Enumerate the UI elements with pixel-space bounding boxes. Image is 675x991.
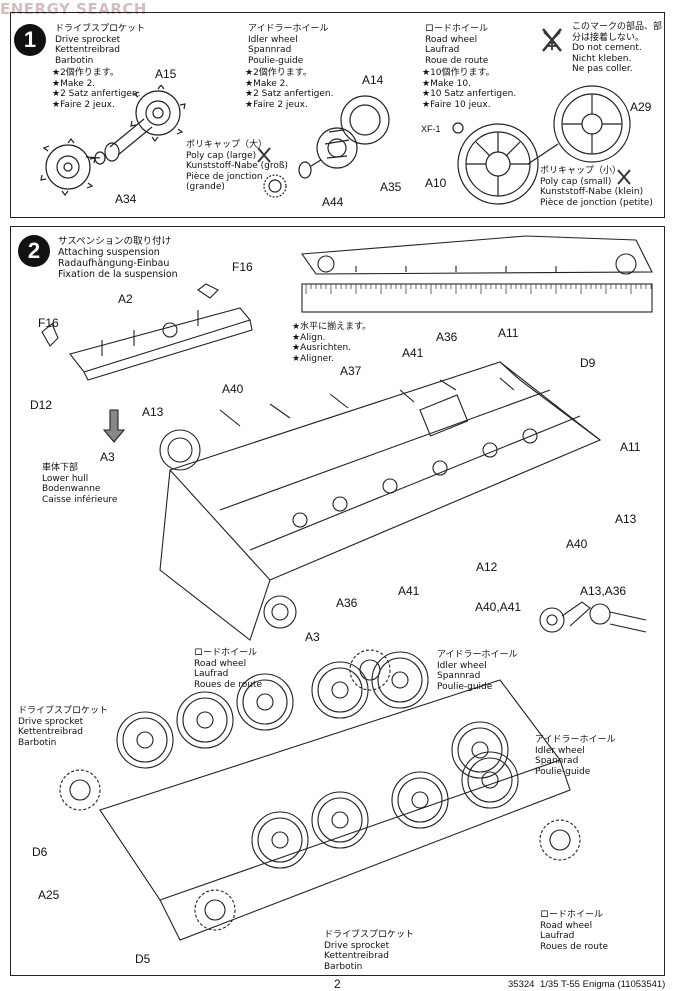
align-note: ★水平に揃えます。 ★Align. ★Ausrichten. ★Aligner. [292,322,372,364]
part-f16-left: F16 [38,316,59,330]
sprocket-bottom-label: ドライブスプロケット Drive sprocket Kettentreibrad… [324,930,415,972]
part-f16-top: F16 [232,260,253,274]
part-a15: A15 [155,67,177,81]
part-a41-top: A41 [402,346,424,360]
road-wheel-top-label: ロードホイール Road wheel Laufrad Roues de rout… [194,648,263,690]
lower-hull-label: 車体下部 Lower hull Bodenwanne Caisse inféri… [42,463,118,505]
part-a14: A14 [362,73,384,87]
step2-badge: 2 [18,235,50,267]
idler-wheel-label: アイドラーホイール Idler wheel Spannrad Poulie-gu… [248,24,329,66]
part-a11-right: A11 [620,440,641,454]
no-cement-label: このマークの部品、部 分は接着しない。 Do not cement. Nicht… [572,22,663,74]
part-a11-top: A11 [498,326,519,340]
part-a37: A37 [340,364,362,378]
part-d5: D5 [135,952,151,966]
part-a40-a41: A40,A41 [475,600,522,614]
step1-frame [10,12,665,218]
road-wheel-notes: ★10個作ります。 ★Make 10. ★10 Satz anfertigen.… [422,68,517,110]
part-a25: A25 [38,888,60,902]
align-ruler-drawing [300,235,653,313]
no-cement-icon [257,147,271,163]
footer-code: 35324 [508,979,535,990]
poly-cap-large-label: ポリキャップ（大） Poly cap (large) Kunststoff-Na… [186,140,289,192]
part-a44: A44 [322,195,344,209]
wheels-assembly-drawing [59,649,581,941]
idler-top-label: アイドラーホイール Idler wheel Spannrad Poulie-gu… [437,650,518,692]
step1-idler-drawing [263,95,390,198]
road-wheel-label: ロードホイール Road wheel Laufrad Roue de route [425,24,489,66]
part-a40-right: A40 [566,537,588,551]
road-wheel-bottom-label: ロードホイール Road wheel Laufrad Roues de rout… [540,910,609,952]
part-a29: A29 [630,100,652,114]
part-d12: D12 [30,398,53,412]
part-a13-right: A13 [615,512,637,526]
part-d6: D6 [32,845,48,859]
lower-hull-drawing [102,361,602,641]
step2-title: サスペンションの取り付け Attaching suspension Radauf… [58,236,178,280]
part-a36-bottom: A36 [336,596,358,610]
step1-road-wheel-drawing [452,85,631,205]
drive-sprocket-notes: ★2個作ります。 ★Make 2. ★2 Satz anfertigen. ★F… [52,68,141,110]
footer-title: 1/35 T-55 Enigma (11053541) [540,979,666,990]
watermark: ENERGY SEARCH [0,0,147,18]
poly-cap-small-label: ポリキャップ（小） Poly cap (small) Kunststoff-Na… [540,166,653,208]
paint-xf1: XF-1 [421,124,441,134]
part-a41-bottom: A41 [398,584,420,598]
idler-wheel-notes: ★2個作ります。 ★Make 2. ★2 Satz anfertigen. ★F… [245,68,334,110]
plate-d12-drawing [41,283,253,381]
part-a40-top: A40 [222,382,244,396]
drive-sprocket-label: ドライブスプロケット Drive sprocket Kettentreibrad… [55,24,146,66]
part-a13-a36: A13,A36 [580,584,627,598]
part-a34: A34 [115,192,137,206]
step2-frame [10,226,665,976]
no-cement-icon [617,169,631,185]
part-a36-top: A36 [436,330,458,344]
page-number: 2 [334,977,341,991]
step1-badge: 1 [14,24,46,56]
part-a3-bottom: A3 [305,630,320,644]
part-a3-left: A3 [100,450,115,464]
sprocket-left-label: ドライブスプロケット Drive sprocket Kettentreibrad… [18,706,109,748]
part-a2: A2 [118,292,133,306]
part-a35: A35 [380,180,402,194]
idler-right-label: アイドラーホイール Idler wheel Spannrad Poulie-gu… [535,735,616,777]
part-a12: A12 [476,560,498,574]
part-a13-top: A13 [142,405,164,419]
no-cement-icon [542,28,562,52]
suspension-detail-drawing [539,601,647,633]
part-a10: A10 [425,176,447,190]
step1-drive-sprocket-drawing [40,85,186,196]
part-d9: D9 [580,356,596,370]
